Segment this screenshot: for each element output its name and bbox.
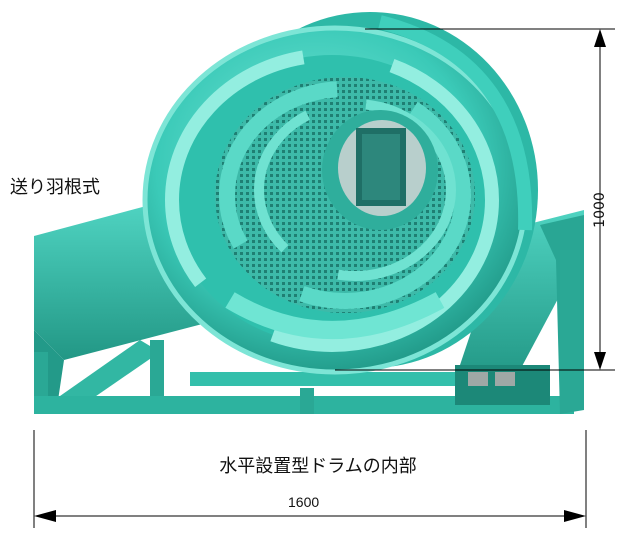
dimension-lines — [33, 28, 615, 528]
height-dimension-label: 1000 — [584, 184, 624, 240]
drum — [142, 12, 538, 375]
feed-blade-type-label: 送り羽根式 — [10, 177, 100, 198]
width-dimension-label: 1600 — [288, 494, 320, 510]
height-dimension-value: 1000 — [592, 192, 608, 228]
dimension-arrows — [34, 29, 606, 522]
stand-frame — [34, 205, 584, 414]
figure-caption: 水平設置型ドラムの内部 — [219, 456, 417, 477]
